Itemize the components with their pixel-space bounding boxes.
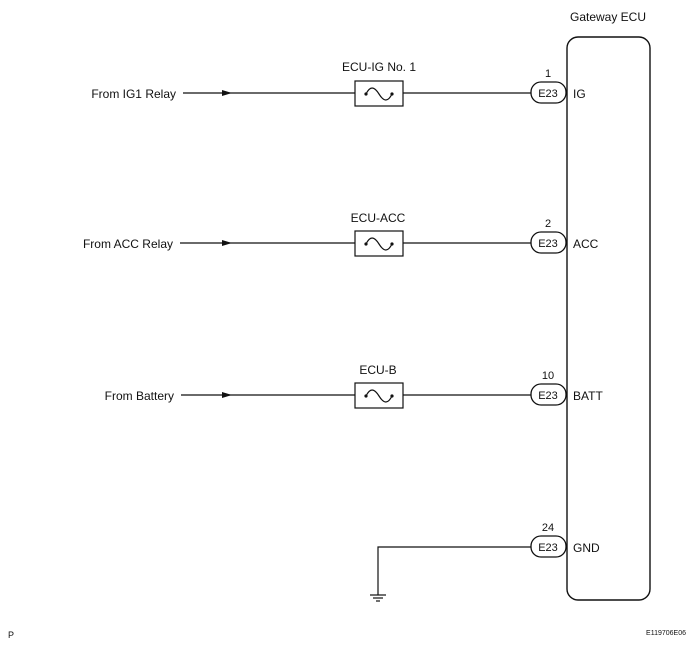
arrow-icon	[222, 240, 232, 246]
wire-gnd	[377, 546, 531, 595]
fuse-symbol-icon	[365, 389, 393, 403]
figure-id: E119706E06	[646, 630, 686, 637]
ground-icon	[370, 594, 386, 602]
connector-label-gnd: E23	[538, 542, 558, 554]
circuit-acc: From ACC Relay ECU-ACC 2 E23 ACC	[83, 211, 599, 257]
source-label-acc-relay: From ACC Relay	[83, 237, 173, 251]
arrow-icon	[222, 90, 232, 96]
circuit-batt: From Battery ECU-B 10 E23 BATT	[105, 363, 603, 409]
connector-label-batt: E23	[538, 390, 558, 402]
source-label-battery: From Battery	[105, 389, 174, 403]
fuse-terminal-icon	[390, 92, 394, 96]
fuse-terminal-icon	[364, 242, 368, 246]
circuit-gnd: 24 E23 GND	[370, 522, 600, 602]
circuit-ig: From IG1 Relay ECU-IG No. 1 1 E23 IG	[91, 60, 586, 107]
connector-e23-acc	[530, 231, 567, 254]
fuse-label-ecu-b: ECU-B	[359, 363, 396, 377]
fuse-label-ecu-ig: ECU-IG No. 1	[342, 60, 416, 74]
fuse-label-ecu-acc: ECU-ACC	[351, 211, 406, 225]
signal-label-gnd: GND	[573, 541, 600, 555]
ecu-title: Gateway ECU	[570, 10, 646, 24]
signal-label-batt: BATT	[573, 389, 603, 403]
pin-number-batt: 10	[542, 370, 554, 382]
footer-left-mark: P	[8, 630, 14, 640]
pin-number-ig: 1	[545, 68, 551, 80]
fuse-symbol-icon	[365, 87, 393, 101]
source-label-ig1-relay: From IG1 Relay	[91, 87, 176, 101]
connector-label-acc: E23	[538, 238, 558, 250]
fuse-terminal-icon	[390, 394, 394, 398]
connector-e23-ig	[530, 81, 567, 104]
fuse-terminal-icon	[364, 394, 368, 398]
connector-label-ig: E23	[538, 88, 558, 100]
gateway-ecu-box	[566, 36, 651, 601]
fuse-terminal-icon	[364, 92, 368, 96]
signal-label-acc: ACC	[573, 237, 599, 251]
pin-number-acc: 2	[545, 218, 551, 230]
arrow-icon	[222, 392, 232, 398]
pin-number-gnd: 24	[542, 522, 554, 534]
fuse-symbol-icon	[365, 237, 393, 251]
signal-label-ig: IG	[573, 87, 586, 101]
fuse-terminal-icon	[390, 242, 394, 246]
connector-e23-batt	[530, 383, 567, 406]
